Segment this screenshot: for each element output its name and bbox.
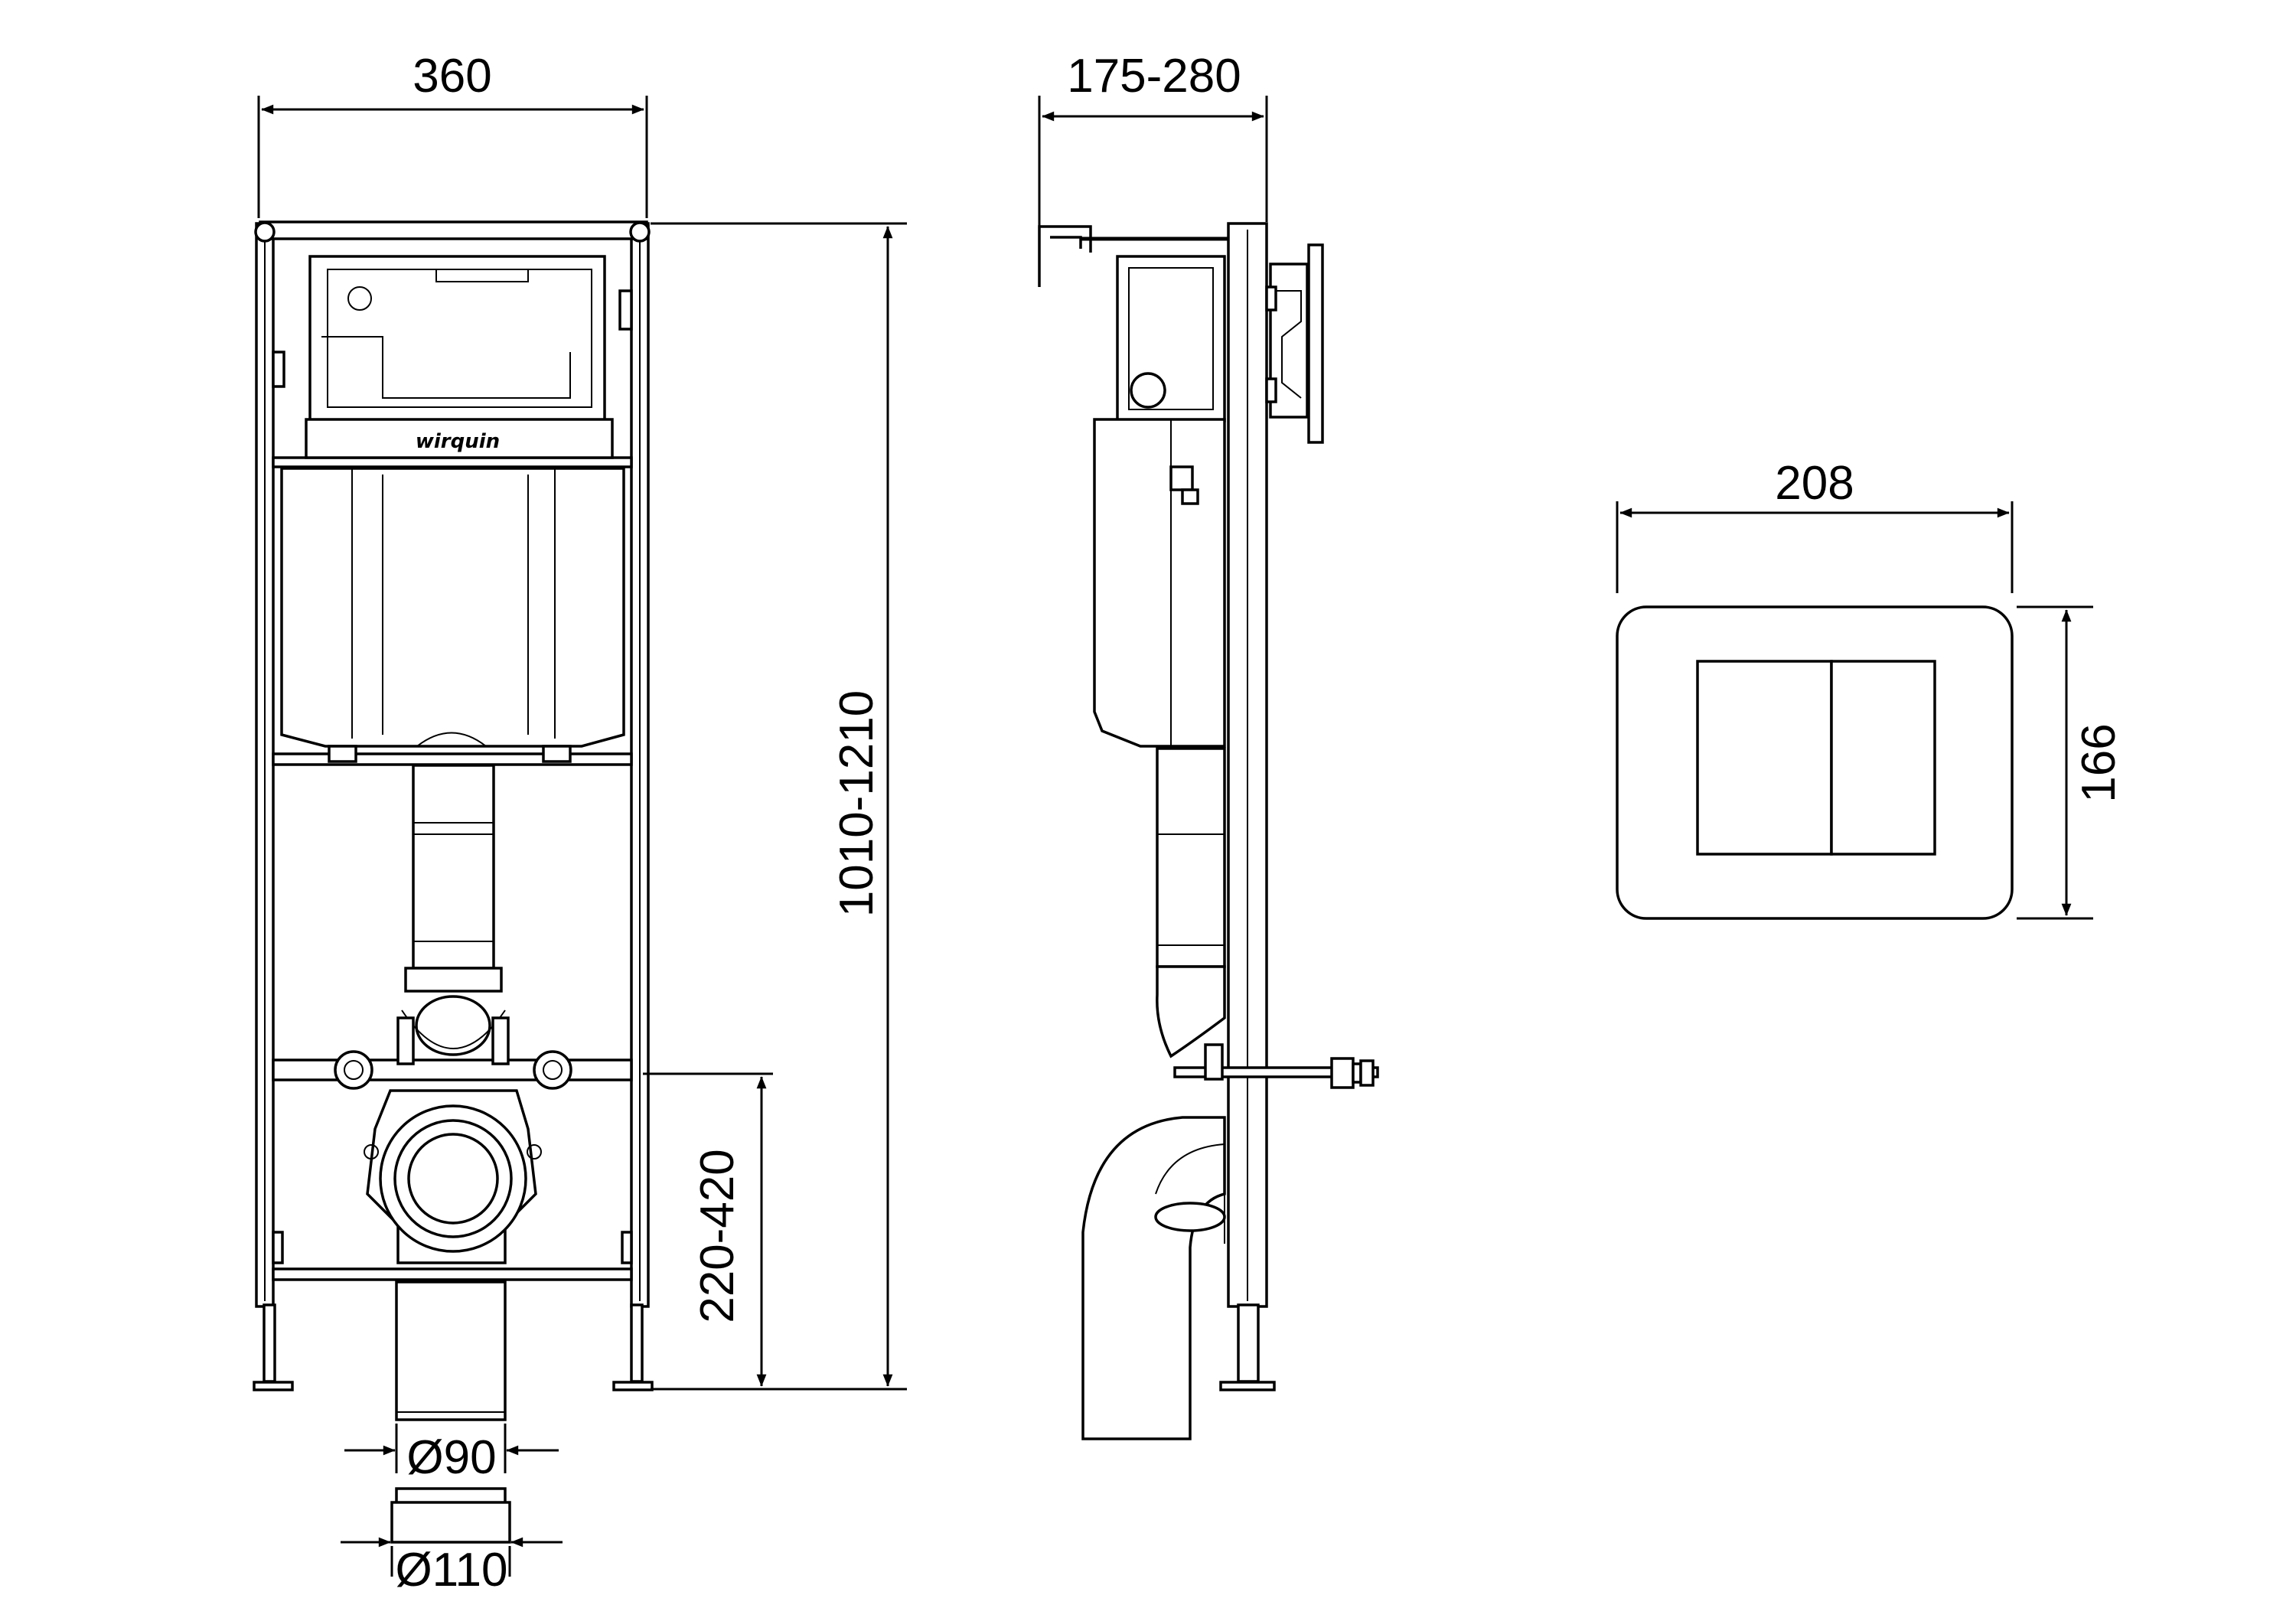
side-view: 175-280: [1038, 50, 1379, 1440]
brand-logo: wirquin: [416, 430, 500, 453]
waste-pipe: [395, 1280, 507, 1421]
plate-width-dimension: 208: [1616, 457, 2014, 593]
front-view: 360: [253, 50, 907, 1597]
flush-button-small: [1696, 660, 1833, 856]
flush-pipe: [401, 764, 506, 1056]
crossbar-fixings: [334, 1016, 572, 1090]
pipe-adapter: [390, 1487, 511, 1544]
plate-height-dimension: 166: [2017, 605, 2125, 920]
frame-width-label: 360: [413, 50, 491, 103]
wall-bracket: [1038, 225, 1228, 287]
pipe-dia-90-label: Ø90: [406, 1431, 496, 1484]
pipe-dia-110-label: Ø110: [395, 1544, 507, 1597]
outlet-height-label: 220-420: [691, 1149, 744, 1323]
plate-height-label: 166: [2073, 723, 2125, 802]
waste-connector: [364, 1089, 542, 1264]
frame-depth-label: 175-280: [1067, 50, 1241, 103]
pipe-dia-90-dimension: Ø90: [344, 1424, 559, 1484]
cistern: wirquin: [280, 255, 625, 763]
flush-plate-side: [1265, 243, 1324, 444]
threaded-stud: [1173, 1043, 1379, 1089]
cistern-side: [1093, 255, 1226, 748]
frame-height-label: 1010-1210: [830, 690, 883, 918]
flush-pipe-side: [1156, 747, 1226, 1058]
flush-plate-view: 208 166: [1616, 457, 2125, 920]
frame-height-dimension: 1010-1210: [651, 222, 907, 1391]
width-dimension: 360: [257, 50, 648, 218]
flush-button-large: [1830, 660, 1936, 856]
outlet-height-dimension: 220-420: [643, 1072, 773, 1387]
pipe-dia-110-dimension: Ø110: [341, 1537, 563, 1597]
waste-bend-side: [1081, 1116, 1226, 1440]
frame-post: [1219, 222, 1276, 1391]
depth-dimension: 175-280: [1038, 50, 1268, 283]
frame: [253, 220, 654, 1391]
plate-width-label: 208: [1775, 457, 1854, 510]
